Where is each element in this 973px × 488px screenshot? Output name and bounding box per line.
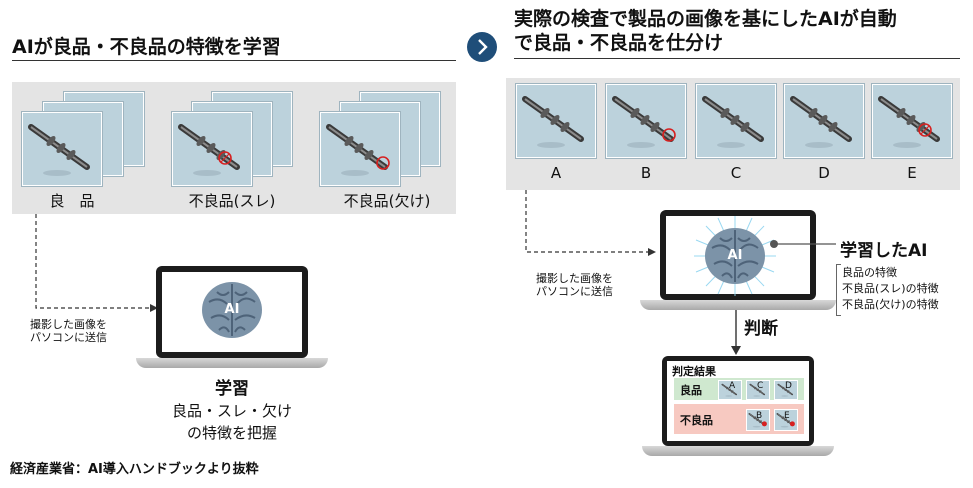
chip-image-front [320, 112, 400, 186]
sample-d-label: D [818, 164, 830, 182]
right-send-note-2: パソコンに送信 [536, 285, 613, 298]
good-image-front [22, 112, 102, 186]
right-send-note-1: 撮影した画像を [536, 272, 613, 285]
glowing-brain-icon [694, 216, 776, 296]
trained-item-3: 不良品(欠け)の特徴 [842, 298, 939, 311]
learn-desc-2: の特徴を把握 [186, 424, 277, 442]
learn-desc-1: 良品・スレ・欠け [171, 402, 292, 420]
left-sample-panel: 良 品 不良品(スレ) 不良品(欠け) [12, 82, 456, 214]
sample-e-image [872, 84, 952, 158]
right-brain-text: AI [727, 248, 743, 263]
result-thumb-d: D [774, 380, 798, 400]
callout-line [770, 240, 836, 248]
trained-ai-bracket [836, 264, 841, 316]
scratch-image-front [172, 112, 252, 186]
sample-b-image [606, 84, 686, 158]
good-result-row: 良品 A C D [674, 378, 804, 400]
left-send-arrow [35, 214, 158, 312]
trained-ai-title: 学習したAI [840, 241, 928, 261]
trained-item-1: 良品の特徴 [842, 266, 897, 279]
judge-arrow [731, 310, 741, 355]
left-title-rule [12, 60, 456, 61]
result-heading: 判定結果 [672, 365, 716, 378]
result-laptop-base [642, 446, 834, 456]
right-title-rule [514, 58, 960, 59]
left-title: AIが良品・不良品の特徴を学習 [12, 36, 281, 58]
good-label: 良 品 [49, 192, 95, 210]
result-thumb-b: B [746, 409, 770, 431]
chevron-right-icon [467, 32, 497, 62]
right-title-line-1: 実際の検査で製品の画像を基にしたAIが自動 [514, 8, 897, 30]
right-sample-panel: A B C D E [506, 78, 960, 190]
sample-d-image [784, 84, 864, 158]
learn-title: 学習 [215, 379, 249, 399]
result-thumb-a: A [718, 380, 742, 400]
trained-item-2: 不良品(スレ)の特徴 [842, 282, 939, 295]
result-thumb-e: E [774, 409, 798, 431]
good-result-label: 良品 [680, 384, 702, 397]
right-send-arrow [525, 190, 656, 256]
judge-label: 判断 [744, 319, 778, 339]
right-title-line-2: で良品・不良品を仕分け [514, 32, 724, 54]
left-send-note-2: パソコンに送信 [30, 331, 107, 344]
bad-result-row: 不良品 B E [674, 404, 804, 434]
sample-c-label: C [730, 164, 742, 182]
left-laptop-base [136, 358, 328, 368]
bad-result-label: 不良品 [680, 414, 713, 427]
chip-label: 不良品(欠け) [343, 192, 431, 210]
sample-c-image [696, 84, 776, 158]
source-note: 経済産業省：AI導入ハンドブックより抜粋 [10, 462, 259, 477]
sample-e-label: E [907, 164, 917, 182]
left-brain-text: AI [224, 302, 240, 317]
scratch-label: 不良品(スレ) [188, 192, 276, 210]
sample-b-label: B [640, 164, 652, 182]
right-laptop-base [640, 300, 836, 310]
sample-a-label: A [550, 164, 562, 182]
result-thumb-c: C [746, 380, 770, 400]
left-send-note-1: 撮影した画像を [30, 318, 107, 331]
sample-a-image [516, 84, 596, 158]
